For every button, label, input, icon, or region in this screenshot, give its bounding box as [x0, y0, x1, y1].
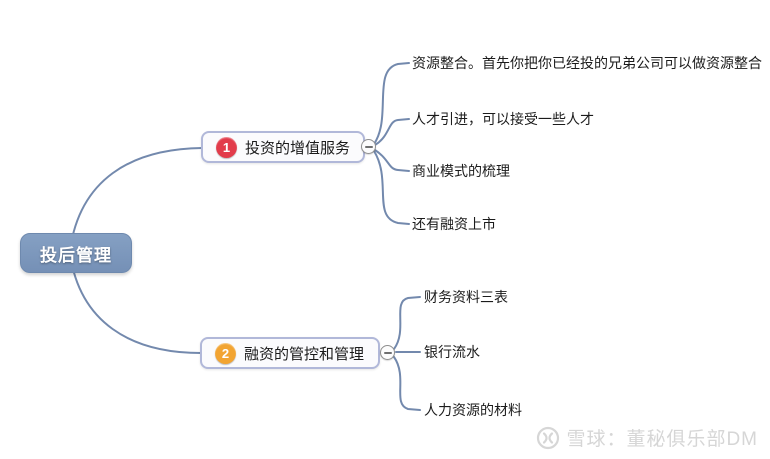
watermark: 雪球：董秘俱乐部DM: [536, 424, 758, 451]
edge-branch2-leaf3: [393, 356, 421, 411]
branch-node-1[interactable]: 1 投资的增值服务: [201, 131, 365, 163]
leaf-node[interactable]: 人才引进，可以接受一些人才: [412, 111, 594, 127]
edge-branch1-leaf1: [373, 62, 410, 145]
branch-node-2[interactable]: 2 融资的管控和管理: [200, 337, 380, 369]
branch-2-label: 融资的管控和管理: [244, 345, 365, 363]
edge-branch2-leaf1: [393, 296, 421, 350]
collapse-button-branch-2[interactable]: [380, 345, 395, 360]
edge-branch1-leaf2: [374, 118, 410, 146]
edge-root-branch-1: [69, 147, 203, 251]
leaf-node[interactable]: 人力资源的材料: [424, 402, 522, 418]
branch-2-number-badge: 2: [215, 342, 236, 364]
edge-root-branch-2: [69, 253, 202, 354]
leaf-node[interactable]: 财务资料三表: [424, 289, 508, 305]
edge-branch1-leaf3: [374, 149, 410, 172]
xueqiu-logo-icon: [537, 426, 560, 449]
collapse-button-branch-1[interactable]: [361, 139, 376, 154]
root-node-label: 投后管理: [40, 245, 112, 265]
minus-icon: [364, 145, 373, 148]
branch-1-label: 投资的增值服务: [245, 139, 351, 157]
leaf-node[interactable]: 资源整合。首先你把你已经投的兄弟公司可以做资源整合: [412, 55, 762, 71]
root-node[interactable]: 投后管理: [20, 233, 132, 273]
leaf-node[interactable]: 商业模式的梳理: [412, 163, 510, 179]
branch-1-number-badge: 1: [216, 136, 237, 158]
minus-icon: [383, 351, 392, 354]
leaf-node[interactable]: 银行流水: [424, 344, 480, 360]
watermark-text: 雪球：董秘俱乐部DM: [566, 429, 758, 450]
edge-branch1-leaf4: [373, 150, 410, 225]
leaf-node[interactable]: 还有融资上市: [412, 216, 496, 232]
